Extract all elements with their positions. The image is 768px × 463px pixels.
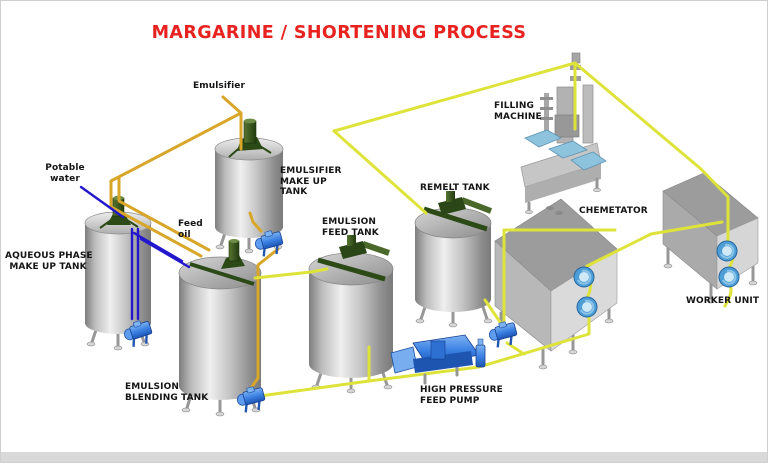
label-line: REMELT TANK (420, 183, 490, 193)
pipe-potable-water (79, 185, 125, 219)
label-line: oil (178, 229, 191, 240)
pump-remelt (485, 318, 521, 351)
remelt-tank (414, 191, 493, 328)
agitator-motor-icon (317, 235, 390, 282)
high-pressure-feed-pump (390, 334, 486, 385)
label-feed-oil: Feed oil (178, 219, 203, 240)
emulsion-blending-tank (178, 239, 262, 417)
worker-roller-2 (718, 266, 740, 288)
label-line: CHEMETATOR (579, 206, 648, 216)
agitator-motor-icon (228, 118, 272, 158)
label-line: WORKER UNIT (686, 296, 760, 306)
label-line: FEED TANK (322, 227, 379, 238)
label-line: FEED PUMP (420, 395, 480, 406)
label-line: Emulsifier (193, 81, 246, 91)
label-line: BLENDING TANK (125, 392, 209, 403)
chemetator-dial-2 (576, 296, 598, 318)
label-line: EMULSIFIER (280, 166, 342, 176)
pipe-overhead-product (332, 61, 730, 244)
pipe-blending-to-feed (253, 267, 329, 280)
label-line: Potable (45, 163, 85, 173)
label-worker-unit: WORKER UNIT (686, 296, 759, 307)
diagram-title: MARGARINE / SHORTENING PROCESS (151, 23, 527, 43)
pipe-filling-return (502, 228, 617, 325)
label-line: EMULSION (125, 382, 179, 392)
label-line: EMULSION (322, 217, 376, 227)
label-blending-tank: EMULSION BLENDING TANK (125, 382, 208, 403)
label-chemetator: CHEMETATOR (579, 206, 648, 217)
label-line: HIGH PRESSURE (420, 385, 503, 395)
label-line: MACHINE (494, 111, 542, 122)
filling-machine-unit (520, 52, 607, 215)
filling-tubs-icon (524, 129, 607, 171)
label-filling-machine: FILLING MACHINE (494, 101, 542, 122)
emulsion-feed-tank (308, 235, 394, 394)
label-emulsifier-feed: Emulsifier (193, 81, 245, 92)
worker-unit-box (662, 172, 759, 304)
label-potable-water: Potable water (43, 163, 87, 184)
agitator-motor-icon (189, 239, 255, 286)
label-emulsifier-tank: EMULSIFIER MAKE UP TANK (280, 166, 342, 198)
label-line: Feed (178, 219, 203, 229)
emulsifier-make-up-tank (214, 118, 284, 254)
label-feed-tank: EMULSION FEED TANK (322, 217, 379, 238)
label-aqueous-tank: AQUEOUS PHASE MAKE UP TANK (5, 251, 93, 272)
chemetator-dial-1 (573, 266, 595, 288)
label-line: water (50, 173, 80, 184)
pipe-aqueous-outlet (130, 227, 191, 321)
label-line: TANK (280, 187, 308, 197)
label-hp-pump: HIGH PRESSURE FEED PUMP (420, 385, 503, 406)
label-line: FILLING (494, 101, 534, 111)
pipe-feed-oil-supply (109, 111, 243, 258)
bottom-border-band (1, 452, 767, 462)
label-line: MAKE UP (280, 176, 327, 187)
label-remelt-tank: REMELT TANK (420, 183, 490, 194)
worker-roller-1 (716, 240, 738, 262)
pipe-emulsifier-outlet (248, 211, 280, 390)
label-line: AQUEOUS PHASE (5, 251, 93, 261)
agitator-motor-icon (423, 191, 493, 232)
label-line: MAKE UP TANK (9, 261, 87, 272)
pipe-remelt-feed (332, 129, 428, 215)
